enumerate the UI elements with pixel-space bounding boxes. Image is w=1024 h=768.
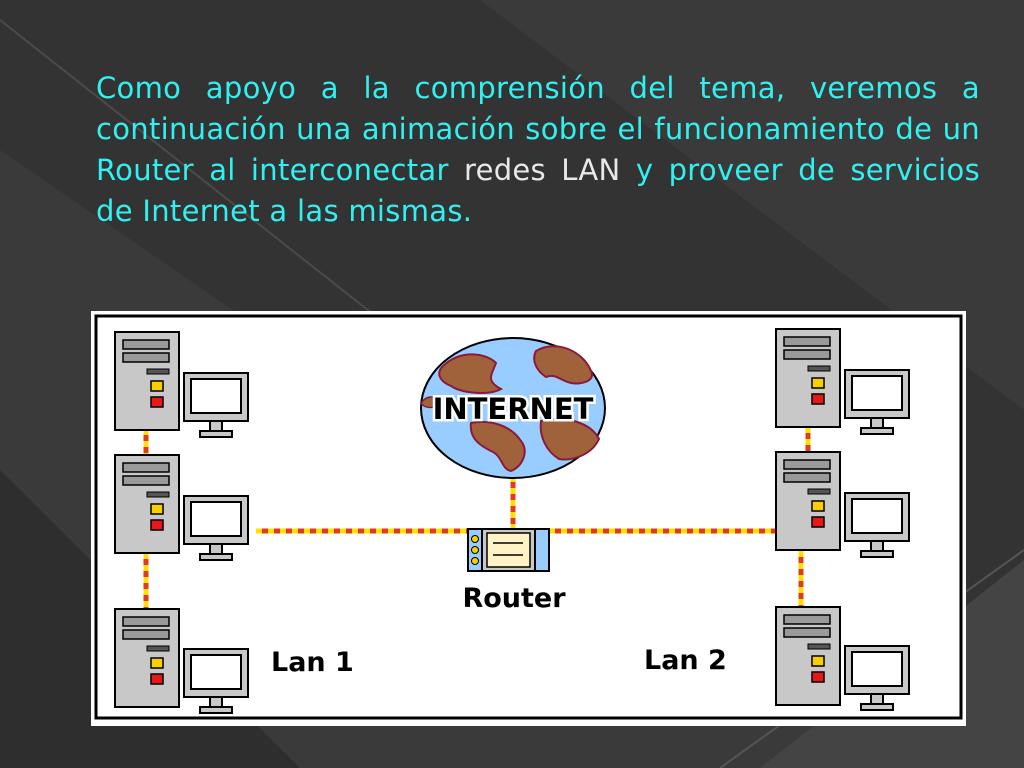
monitor-icon [183,648,249,714]
router-icon [467,528,550,572]
lan2-computer-1 [775,328,910,435]
computer-tower-icon [114,608,180,708]
lan2-computer-2 [775,451,910,558]
monitor-icon [844,492,910,558]
diagram-frame [94,314,963,720]
monitor-icon [844,645,910,711]
slide-paragraph: Como apoyo a la comprensión del tema, ve… [96,68,980,232]
monitor-icon [183,495,249,561]
computer-tower-icon [114,454,180,554]
monitor-icon [844,369,910,435]
slide-text-part3: y proveer de servicios de Internet a las… [96,153,980,228]
lan1-computer-2 [114,454,249,561]
monitor-icon [183,372,249,438]
lan1-label: Lan 1 [271,647,354,678]
lan1-computer-3 [114,608,249,714]
computer-tower-icon [775,451,841,551]
network-diagram: INTERNET Router Lan 1 Lan 2 [94,314,963,720]
cables [143,427,811,608]
slide-text-part1: Como apoyo a la comprensión del tema, ve… [96,71,980,187]
internet-label: INTERNET [433,392,594,426]
lan1-computer-1 [114,331,249,438]
network-diagram-panel: INTERNET Router Lan 1 Lan 2 [91,311,966,726]
slide-text-highlight: redes LAN [463,153,621,187]
computer-tower-icon [775,328,841,428]
router-label: Router [462,583,566,614]
lan2-computer-3 [775,606,910,711]
lan2-label: Lan 2 [644,645,727,676]
computer-tower-icon [775,606,841,706]
computer-tower-icon [114,331,180,431]
globe-icon [420,337,606,479]
